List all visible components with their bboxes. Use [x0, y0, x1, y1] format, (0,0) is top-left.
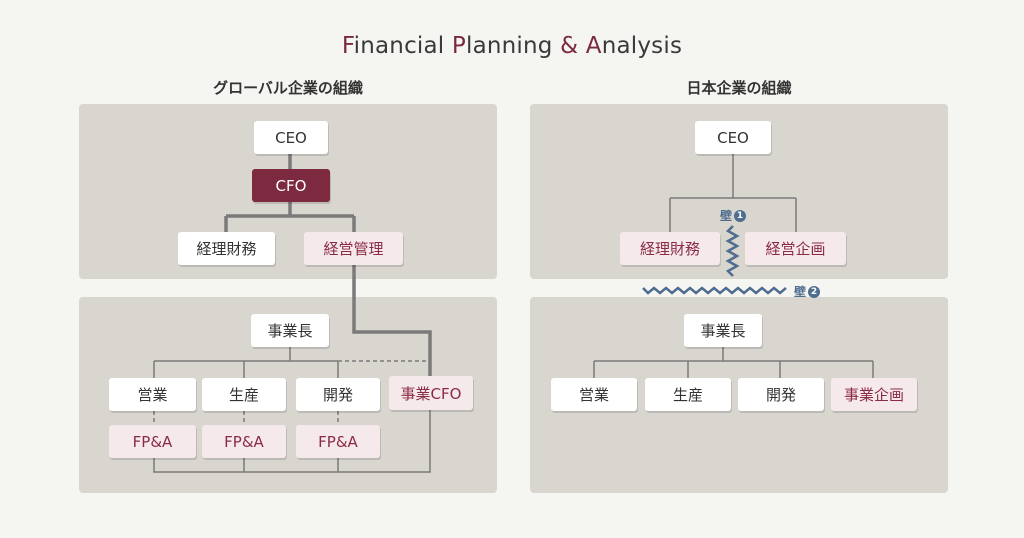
title-letter-p: P [451, 33, 466, 59]
line-fpa-bus-cfo [153, 410, 431, 473]
title-part-nalysis: nalysis [601, 33, 683, 59]
line-management-to-business-cfo [352, 265, 432, 376]
title-letter-a: A [585, 33, 602, 59]
global-production-box: 生産 [202, 378, 286, 411]
global-business-head-box: 事業長 [251, 314, 329, 347]
wall-1-zigzag [725, 225, 740, 277]
japan-sales-box: 営業 [551, 378, 637, 411]
japan-business-planning-box: 事業企画 [831, 378, 917, 411]
japan-production-box: 生産 [645, 378, 731, 411]
global-cfo-box: CFO [252, 169, 330, 202]
title-letter-f: F [341, 33, 354, 59]
title-part-lanning: lanning [465, 33, 561, 59]
page-title: Financial Planning & Analysis [0, 33, 1024, 59]
global-sales-box: 営業 [109, 378, 196, 411]
global-business-cfo-box: 事業CFO [389, 376, 473, 410]
wall-1-text: 壁 [720, 209, 733, 223]
wall-2-zigzag [642, 286, 787, 295]
japan-business-head-box: 事業長 [684, 314, 762, 347]
global-heading: グローバル企業の組織 [213, 79, 363, 97]
japan-development-box: 開発 [738, 378, 824, 411]
wall-1-number: 1 [734, 209, 747, 222]
japan-planning-box: 経営企画 [745, 232, 846, 265]
title-part-inancial: inancial [353, 33, 452, 59]
global-management-box: 経営管理 [304, 232, 403, 265]
global-finance-box: 経理財務 [178, 232, 275, 265]
title-ampersand: & [560, 33, 586, 59]
japan-finance-box: 経理財務 [620, 232, 720, 265]
global-fpa-box-3: FP&A [296, 425, 380, 458]
wall-2-number: 2 [808, 285, 821, 298]
global-fpa-box-1: FP&A [109, 425, 196, 458]
japan-ceo-box: CEO [695, 121, 771, 154]
japan-heading: 日本企業の組織 [686, 79, 792, 97]
global-development-box: 開発 [296, 378, 380, 411]
wall-2-text: 壁 [794, 285, 807, 299]
global-fpa-box-2: FP&A [202, 425, 286, 458]
global-ceo-box: CEO [254, 121, 328, 154]
